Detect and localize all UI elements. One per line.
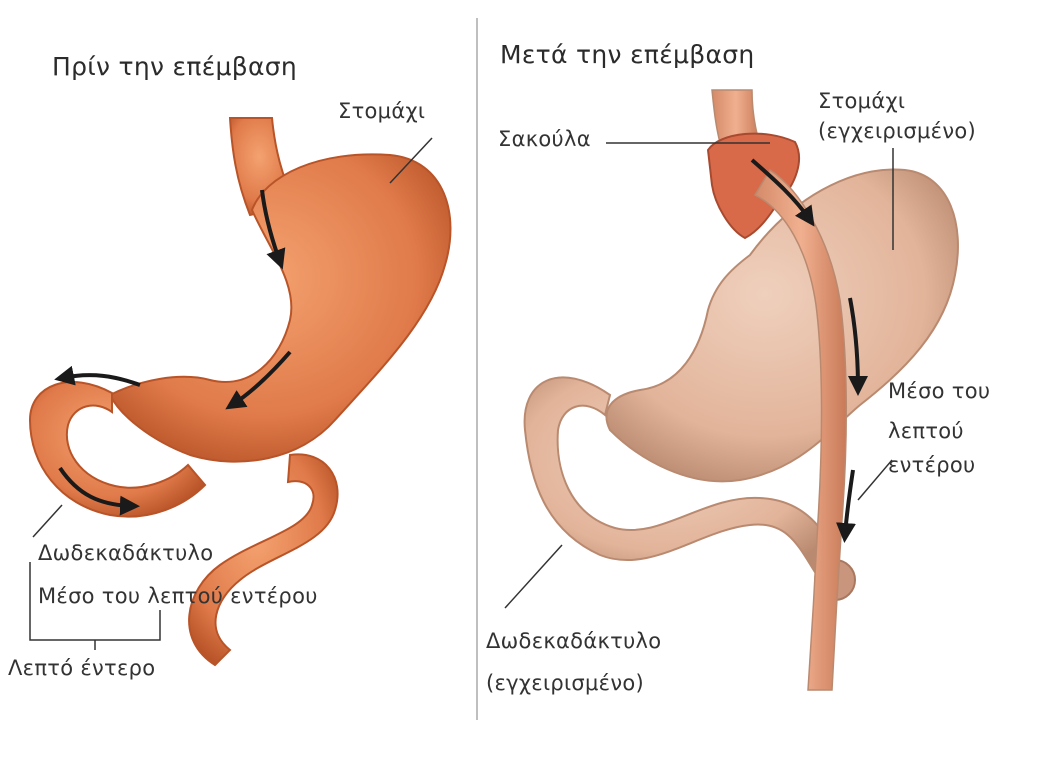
label-operated-stomach-line1: Στομάχι bbox=[818, 88, 905, 114]
label-operated-stomach-line2: (εγχειρισμένο) bbox=[818, 118, 976, 144]
flow-arrow bbox=[845, 470, 853, 535]
label-operated-duodenum-line1: Δωδεκαδάκτυλο bbox=[486, 628, 661, 654]
label-mid-intestine-line3: εντέρου bbox=[888, 452, 976, 478]
after-title: Μετά την επέμβαση bbox=[500, 42, 755, 68]
label-mid-small-intestine: Μέσο του λεπτού εντέρου bbox=[38, 583, 318, 609]
label-duodenum: Δωδεκαδάκτυλο bbox=[38, 540, 213, 566]
label-mid-intestine-line2: λεπτού bbox=[888, 418, 964, 444]
label-small-intestine: Λεπτό έντερο bbox=[8, 655, 155, 681]
label-operated-duodenum-line2: (εγχειρισμένο) bbox=[486, 670, 644, 696]
label-pouch: Σακούλα bbox=[498, 126, 591, 152]
label-mid-intestine-line1: Μέσο του bbox=[888, 378, 990, 404]
before-title: Πρίν την επέμβαση bbox=[52, 54, 297, 80]
label-stomach: Στομάχι bbox=[338, 98, 425, 124]
